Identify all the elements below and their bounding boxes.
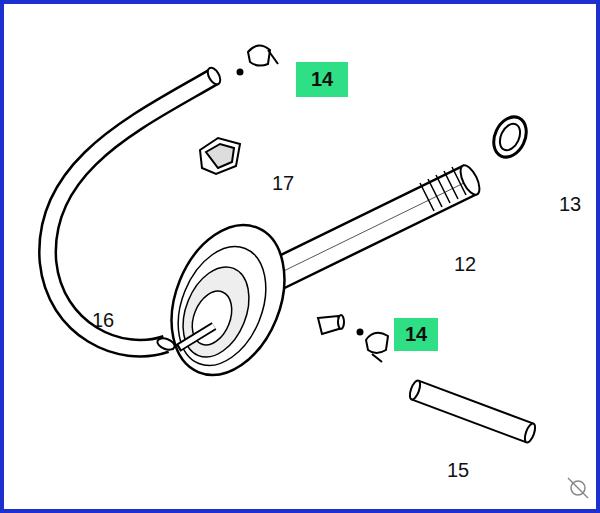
callout-number: 14 (394, 323, 438, 345)
spring-clip (200, 138, 240, 174)
part-label-wrap: 16 (92, 309, 114, 331)
corner-mark (568, 478, 588, 498)
pin-outline (178, 326, 214, 348)
callout-number: 15 (447, 459, 469, 481)
washer (488, 112, 533, 163)
callout-number: 12 (454, 253, 476, 275)
hose-end (205, 66, 223, 87)
tube-end (523, 422, 537, 444)
washer-hole (496, 121, 524, 154)
diaphragm (151, 208, 306, 392)
callout-box: 14 (296, 62, 348, 97)
callout-number: 17 (272, 172, 294, 194)
shaft-thread (420, 167, 466, 211)
callout-number: 16 (92, 309, 114, 331)
tube-end (408, 379, 422, 401)
part-label-wrap: 13 (559, 193, 581, 215)
tube-body (415, 390, 530, 433)
nozzle (318, 315, 344, 334)
tube-outline (415, 390, 530, 433)
shaft-end (457, 163, 484, 198)
pin (180, 326, 214, 347)
hose-clamp (238, 45, 279, 74)
part-label-wrap: 17 (272, 172, 294, 194)
hose-clamp (358, 330, 389, 363)
shaft-shade (255, 180, 470, 285)
part-label-wrap: 12 (454, 253, 476, 275)
callout-box: 14 (394, 318, 438, 351)
callout-number: 13 (559, 193, 581, 215)
callout-number: 14 (296, 68, 348, 90)
part-label-wrap: 15 (447, 459, 469, 481)
